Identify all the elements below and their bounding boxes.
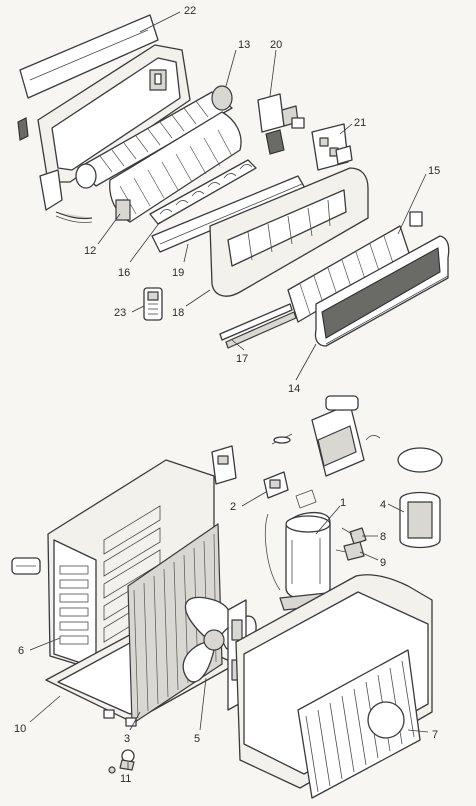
rubber-feet [103,709,137,727]
capacitor [263,433,293,499]
label-3: 3 [124,733,130,745]
evaporator-coil [109,111,242,223]
label-9: 9 [380,557,386,569]
air-filters [287,211,423,323]
front-panel-frame [209,167,369,297]
label-21: 21 [354,117,366,129]
indoor-chassis [37,44,191,183]
fastener [108,749,135,774]
label-20: 20 [270,39,282,51]
label-19: 19 [172,267,184,279]
label-13: 13 [238,39,250,51]
service-valves [335,527,367,561]
drain-cover [39,169,93,223]
label-6: 6 [18,645,24,657]
clip-part [17,117,29,141]
label-8: 8 [380,531,386,543]
label-22: 22 [184,5,196,17]
label-14: 14 [288,383,300,395]
leader-lines [29,11,429,770]
round-cover [397,447,443,549]
label-17: 17 [236,353,248,365]
label-2: 2 [230,501,236,513]
label-18: 18 [172,307,184,319]
blower-fan [75,85,233,189]
label-1: 1 [340,497,346,509]
part-labels: 22 13 20 21 15 12 16 19 23 18 17 14 2 1 … [14,5,440,785]
remote-controller [143,287,163,321]
label-4: 4 [380,499,386,511]
top-cover-plate [211,445,237,485]
label-7: 7 [432,729,438,741]
electrical-box [311,395,381,477]
label-15: 15 [428,165,440,177]
label-12: 12 [84,245,96,257]
label-10: 10 [14,723,26,735]
louver-blades [219,303,297,349]
label-23: 23 [114,307,126,319]
mounting-plate [19,14,159,99]
control-board [311,123,353,171]
side-cover [11,557,41,575]
label-16: 16 [118,267,130,279]
front-panel [235,574,433,799]
step-motor [257,93,305,155]
louver-assembly [149,159,257,225]
label-11: 11 [120,773,131,785]
front-grille [314,235,450,347]
label-5: 5 [194,733,200,745]
